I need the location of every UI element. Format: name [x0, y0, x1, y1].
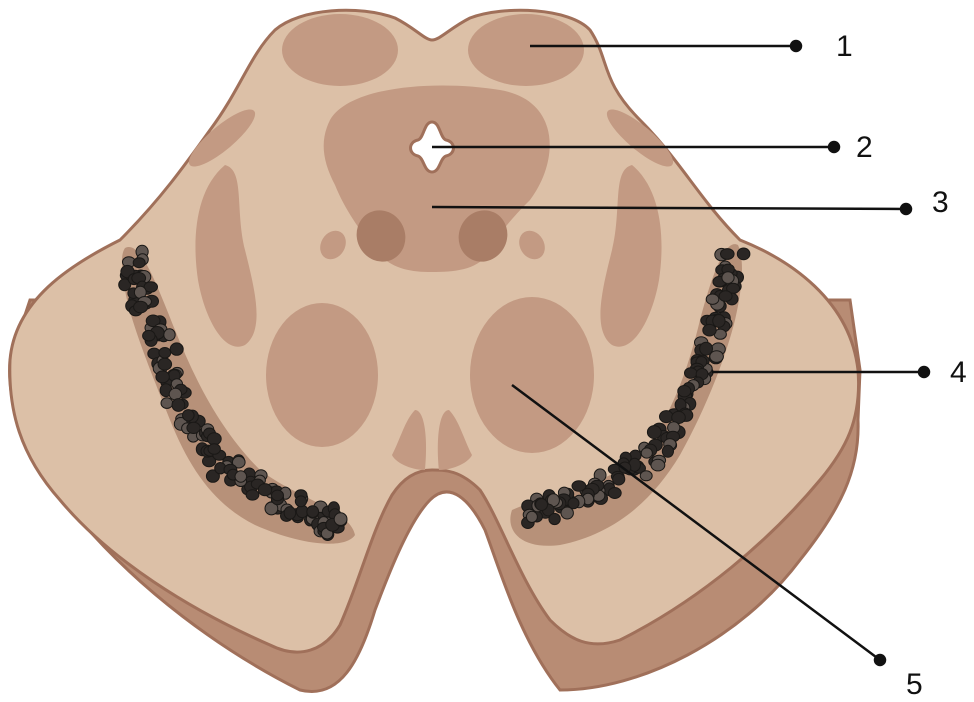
- pigmented-neuron: [722, 272, 734, 284]
- pigmented-neuron: [295, 496, 306, 507]
- pigmented-neuron: [706, 294, 719, 304]
- pigmented-neuron: [172, 399, 185, 412]
- pigmented-neuron: [713, 315, 725, 328]
- leader-dot-5: [875, 655, 885, 665]
- pigmented-neuron: [272, 490, 284, 501]
- pigmented-neuron: [208, 444, 220, 455]
- pigmented-neuron: [134, 301, 148, 313]
- pigmented-neuron: [307, 506, 319, 518]
- label-2: 2: [856, 131, 873, 164]
- pigmented-neuron: [721, 249, 735, 260]
- colliculus-left: [282, 14, 398, 86]
- colliculus-right: [468, 14, 584, 86]
- pigmented-neuron: [647, 426, 661, 439]
- pigmented-neuron: [207, 433, 221, 445]
- label-3: 3: [932, 186, 949, 219]
- pigmented-neuron: [170, 343, 183, 355]
- leader-dot-1: [791, 41, 801, 51]
- pigmented-neuron: [133, 258, 145, 268]
- pigmented-neuron: [246, 490, 259, 500]
- pigmented-neuron: [183, 410, 195, 421]
- pigmented-neuron: [169, 388, 181, 400]
- pigmented-neuron: [678, 386, 691, 397]
- leader-dot-4: [919, 367, 929, 377]
- red-nucleus-left: [266, 303, 378, 447]
- pigmented-neuron: [156, 371, 169, 383]
- pigmented-neuron: [549, 513, 560, 524]
- pigmented-neuron: [161, 398, 173, 409]
- leader-dot-2: [829, 142, 839, 152]
- pigmented-neuron: [258, 484, 271, 496]
- pigmented-neuron: [235, 471, 247, 482]
- label-4: 4: [950, 356, 967, 389]
- pigmented-neuron: [526, 511, 537, 522]
- pigmented-neuron: [700, 342, 713, 355]
- pigmented-neuron: [651, 459, 665, 471]
- pigmented-neuron: [640, 471, 652, 481]
- pigmented-neuron: [703, 324, 716, 336]
- pigmented-neuron: [536, 499, 548, 511]
- pigmented-neuron: [164, 329, 175, 341]
- pigmented-neuron: [284, 507, 296, 520]
- pigmented-neuron: [159, 348, 171, 359]
- leader-dot-3: [901, 204, 911, 214]
- pigmented-neuron: [685, 368, 697, 379]
- pigmented-neuron: [158, 358, 172, 370]
- label-5: 5: [906, 668, 923, 701]
- pigmented-neuron: [737, 248, 750, 260]
- pigmented-neuron: [613, 473, 625, 485]
- pigmented-neuron: [662, 445, 673, 457]
- pigmented-neuron: [719, 291, 732, 302]
- pigmented-neuron: [334, 513, 347, 526]
- red-nucleus-right: [470, 297, 594, 453]
- pigmented-neuron: [143, 330, 155, 341]
- pigmented-neuron: [660, 411, 674, 423]
- pigmented-neuron: [608, 488, 621, 499]
- pigmented-neuron: [641, 448, 652, 458]
- label-1: 1: [836, 30, 853, 63]
